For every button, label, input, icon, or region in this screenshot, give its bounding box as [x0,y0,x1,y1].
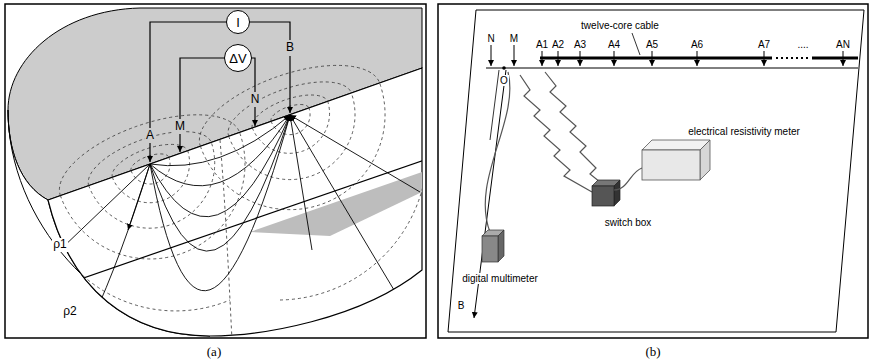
electrode-label: A [145,129,155,142]
electrode-label: N [486,33,495,44]
electrode-label: N [250,93,261,106]
cable-label: twelve-core cable [580,20,660,31]
voltmeter-circle: ΔV [224,44,252,72]
panel-caption: (a) [206,345,222,359]
measurement-wires [150,22,290,128]
node-text: ΔV [229,52,246,65]
layer-interface-shade [250,172,422,236]
device-label: digital multimeter [461,273,539,284]
electrode-label: A6 [690,39,704,50]
cut-face [48,68,422,336]
multimeter-wire [485,72,510,232]
layer-boundary [20,158,426,300]
electrode-label: B [457,300,466,311]
node-text: I [236,16,240,29]
center-point [502,66,506,70]
cable [540,57,858,60]
layer-label: ρ2 [62,305,78,318]
electrode-label: A1 [535,39,549,50]
panel-frame [5,4,426,338]
ground-plane [448,10,864,332]
electrode-label: A3 [573,39,587,50]
multimeter-device [482,230,504,262]
device-label: electrical resistivity meter [687,126,801,137]
subsurface-field [20,83,426,338]
electrode-label: A2 [551,39,565,50]
panel-caption: (b) [644,345,661,359]
electrode-label: B [285,41,295,54]
device-label: switch box [604,217,653,228]
meter-wire [614,168,642,190]
current-source-circle: I [226,10,250,34]
switch-box-device [592,180,620,206]
zigzag-cable [520,75,592,192]
electrode-arrows [150,56,290,162]
leader-line [632,33,640,55]
ellipsis-label: .... [796,39,809,50]
equipotential-lines [40,83,426,338]
current-lines [60,115,420,320]
resistivity-meter-device [642,140,710,180]
electrode-label: AN [835,39,851,50]
zigzag-cable [545,72,600,182]
panel-frame [438,4,868,338]
layer-label: ρ1 [52,238,68,251]
electrode-label: A7 [757,39,771,50]
cable-continuation [776,57,808,59]
ground-block [8,8,426,338]
electrode-label: A4 [607,39,621,50]
electrode-label: A5 [645,39,659,50]
wire [490,70,499,140]
center-label: O [499,75,509,86]
surface-equipotentials [59,65,379,195]
survey-line [486,68,858,69]
electrode-label: M [174,120,186,133]
electrode-label: M [509,33,519,44]
